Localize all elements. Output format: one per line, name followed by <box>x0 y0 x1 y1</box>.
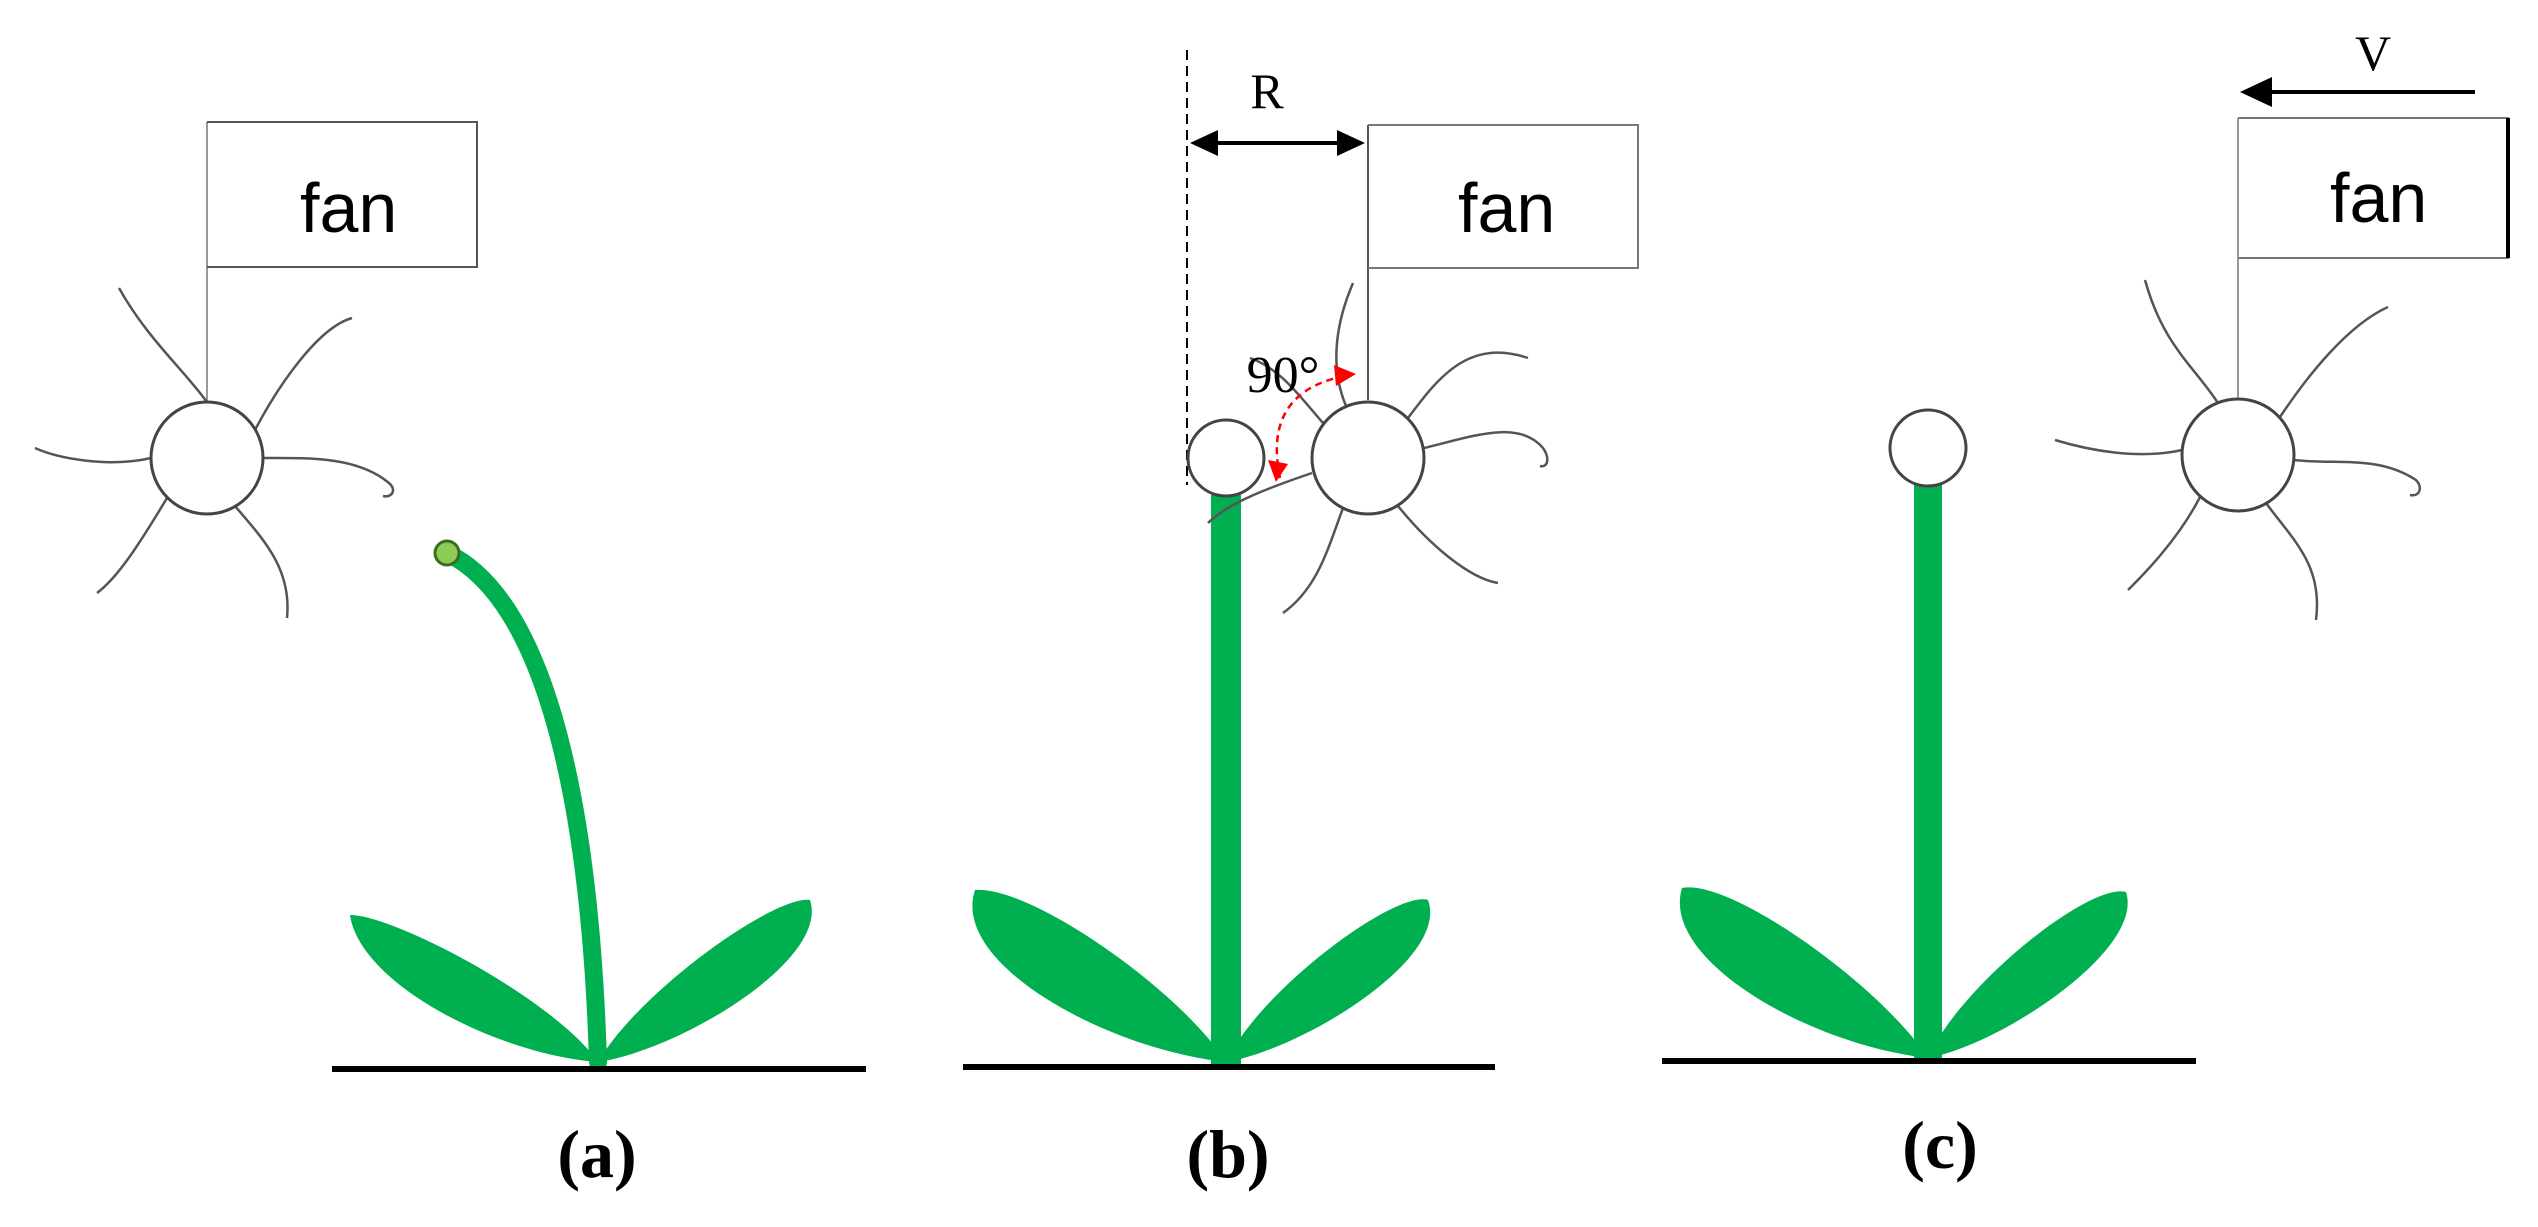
panel-b: R fan <box>963 50 1639 1192</box>
fan-icon <box>2054 279 2422 621</box>
fan-label: fan <box>1458 169 1555 247</box>
seedling-tip <box>433 539 461 567</box>
fan-label: fan <box>2330 159 2427 237</box>
velocity-label: V <box>2355 25 2391 81</box>
radius-label: R <box>1250 63 1284 119</box>
fan-flag: fan <box>206 121 478 412</box>
fan-flag: fan <box>2237 117 2510 410</box>
angle-label: 90° <box>1247 347 1320 404</box>
fan-icon <box>34 287 395 619</box>
seedling-icon <box>972 495 1431 1067</box>
panel-c: V fan (c) <box>1662 25 2510 1183</box>
panel-label-a: (a) <box>557 1116 636 1192</box>
panel-label-b: (b) <box>1186 1116 1269 1192</box>
seedling-icon <box>1679 480 2128 1062</box>
radius-arrow <box>1190 130 1365 156</box>
velocity-arrow <box>2240 77 2475 107</box>
seedling-top-ball <box>1186 418 1266 498</box>
seedling-icon <box>350 539 812 1071</box>
angle-arc <box>1268 365 1356 482</box>
panel-label-c: (c) <box>1902 1107 1977 1183</box>
panel-a: fan (a) <box>34 121 866 1192</box>
fan-flag: fan <box>1367 124 1639 400</box>
seedling-top-ball <box>1888 408 1968 488</box>
fan-icon <box>1207 282 1549 615</box>
fan-label: fan <box>300 169 397 247</box>
